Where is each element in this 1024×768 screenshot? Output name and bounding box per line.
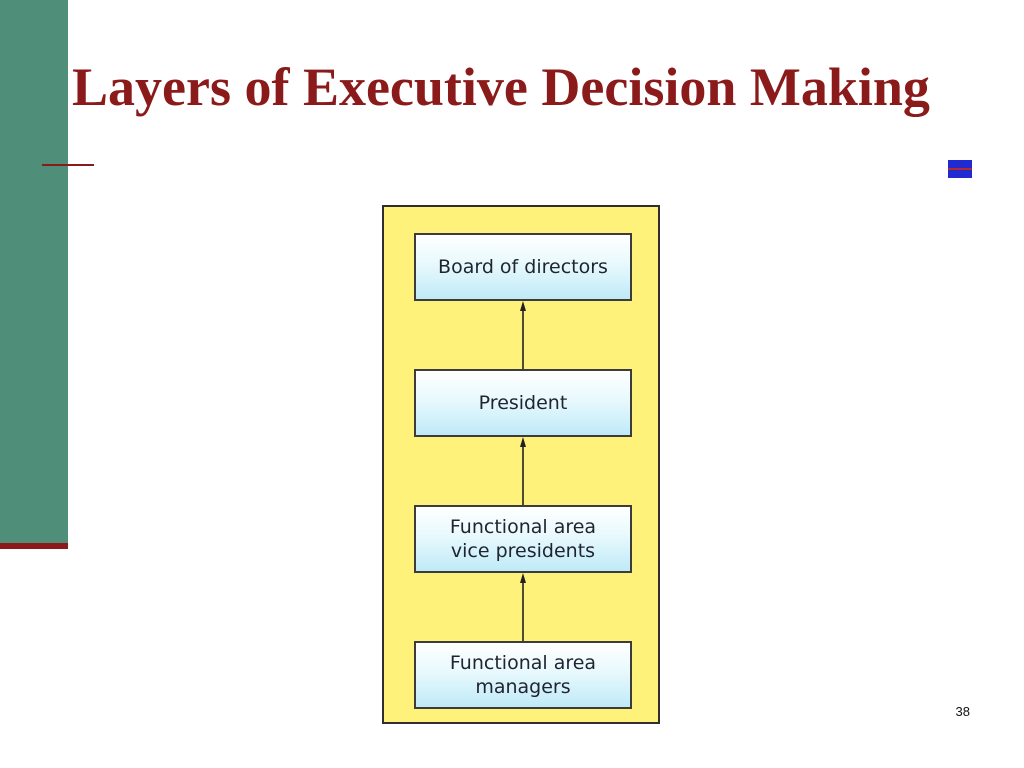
corner-mark-line bbox=[948, 168, 972, 170]
edge-arrow-managers-to-vp bbox=[520, 573, 526, 641]
node-functional-area-managers: Functional area managers bbox=[414, 641, 632, 709]
title-rule bbox=[42, 164, 94, 166]
node-label: Board of directors bbox=[438, 256, 608, 278]
node-functional-area-vice-presidents: Functional area vice presidents bbox=[414, 505, 632, 573]
side-accent-bar bbox=[0, 0, 68, 544]
edge-arrow-vp-to-president bbox=[520, 437, 526, 505]
node-label: Functional area vice presidents bbox=[449, 516, 597, 562]
side-accent-underline bbox=[0, 543, 68, 549]
corner-mark-icon bbox=[948, 160, 972, 178]
page-number: 38 bbox=[955, 704, 970, 719]
node-president: President bbox=[414, 369, 632, 437]
hierarchy-diagram-panel: Board of directors President Functional … bbox=[382, 205, 660, 724]
node-label: Functional area managers bbox=[449, 652, 597, 698]
node-label: President bbox=[478, 392, 568, 414]
slide-title: Layers of Executive Decision Making bbox=[72, 57, 930, 117]
edge-arrow-president-to-board bbox=[520, 301, 526, 369]
node-board-of-directors: Board of directors bbox=[414, 233, 632, 301]
